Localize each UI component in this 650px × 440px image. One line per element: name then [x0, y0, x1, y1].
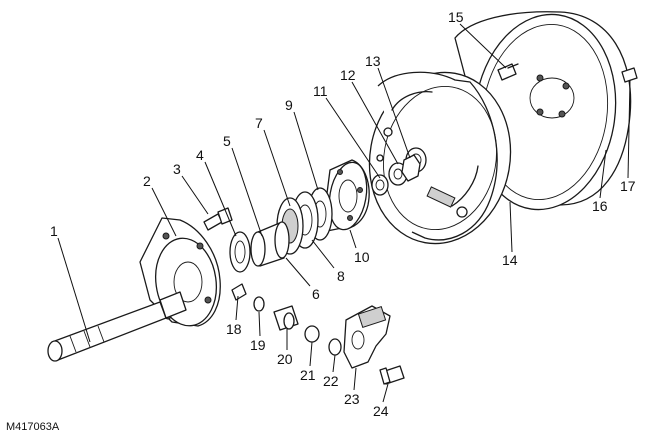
- drive-shaft: [47, 291, 187, 362]
- valve-mounting-bolt: [379, 365, 405, 385]
- callout-22: 22: [323, 373, 339, 389]
- callout-8: 8: [337, 268, 345, 284]
- callout-18: 18: [226, 321, 242, 337]
- callout-4: 4: [196, 147, 204, 163]
- callout-12: 12: [340, 67, 356, 83]
- callout-15: 15: [448, 9, 464, 25]
- callout-21: 21: [300, 367, 316, 383]
- sealing-washer: [328, 338, 342, 356]
- callout-14: 14: [502, 252, 518, 268]
- callout-24: 24: [373, 403, 389, 419]
- callout-3: 3: [173, 161, 181, 177]
- callout-19: 19: [250, 337, 266, 353]
- callout-1: 1: [50, 223, 58, 239]
- bearing-spacer: [250, 221, 290, 267]
- figure-reference-code: M417063A: [6, 421, 60, 433]
- blanking-plug: [304, 325, 320, 343]
- callout-17: 17: [620, 178, 636, 194]
- flange-bolt: [203, 207, 233, 231]
- callout-13: 13: [365, 53, 381, 69]
- callout-5: 5: [223, 133, 231, 149]
- hose-union: [273, 305, 299, 331]
- callout-20: 20: [277, 351, 293, 367]
- callout-23: 23: [344, 391, 360, 407]
- sensor-bolt: [231, 283, 247, 301]
- hub-washer-and-nut: [371, 154, 421, 196]
- callout-9: 9: [285, 97, 293, 113]
- callout-6: 6: [312, 286, 320, 302]
- bleed-screw: [621, 67, 638, 83]
- callout-11: 11: [313, 83, 328, 99]
- drum-retaining-screw: [497, 63, 519, 81]
- hub-bearing: [276, 187, 333, 255]
- callout-2: 2: [143, 173, 151, 189]
- callout-7: 7: [255, 115, 263, 131]
- callout-10: 10: [354, 249, 370, 265]
- callout-labels: 1 2 3 4 5 6 7 8 9 10 11 12 13 14 15 16 1…: [50, 9, 636, 419]
- callout-16: 16: [592, 198, 608, 214]
- brake-backplate-assembly: [368, 71, 512, 245]
- hub-flange: [321, 159, 370, 233]
- leader-lines: [57, 23, 631, 403]
- o-ring-small: [253, 296, 265, 312]
- brake-valve-body: [343, 305, 391, 369]
- oil-seal: [229, 231, 251, 273]
